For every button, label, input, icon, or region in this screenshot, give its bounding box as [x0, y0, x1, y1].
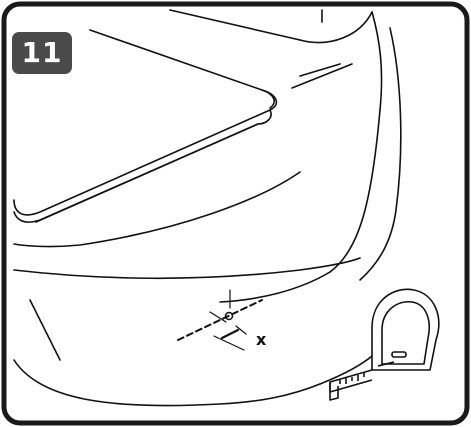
dimension-label: x: [256, 330, 267, 349]
tape-measure-icon: [329, 288, 440, 401]
step-number-badge: 11: [12, 32, 72, 74]
crosshair-mark-icon: [177, 289, 263, 351]
toilet-illustration: [13, 9, 402, 407]
